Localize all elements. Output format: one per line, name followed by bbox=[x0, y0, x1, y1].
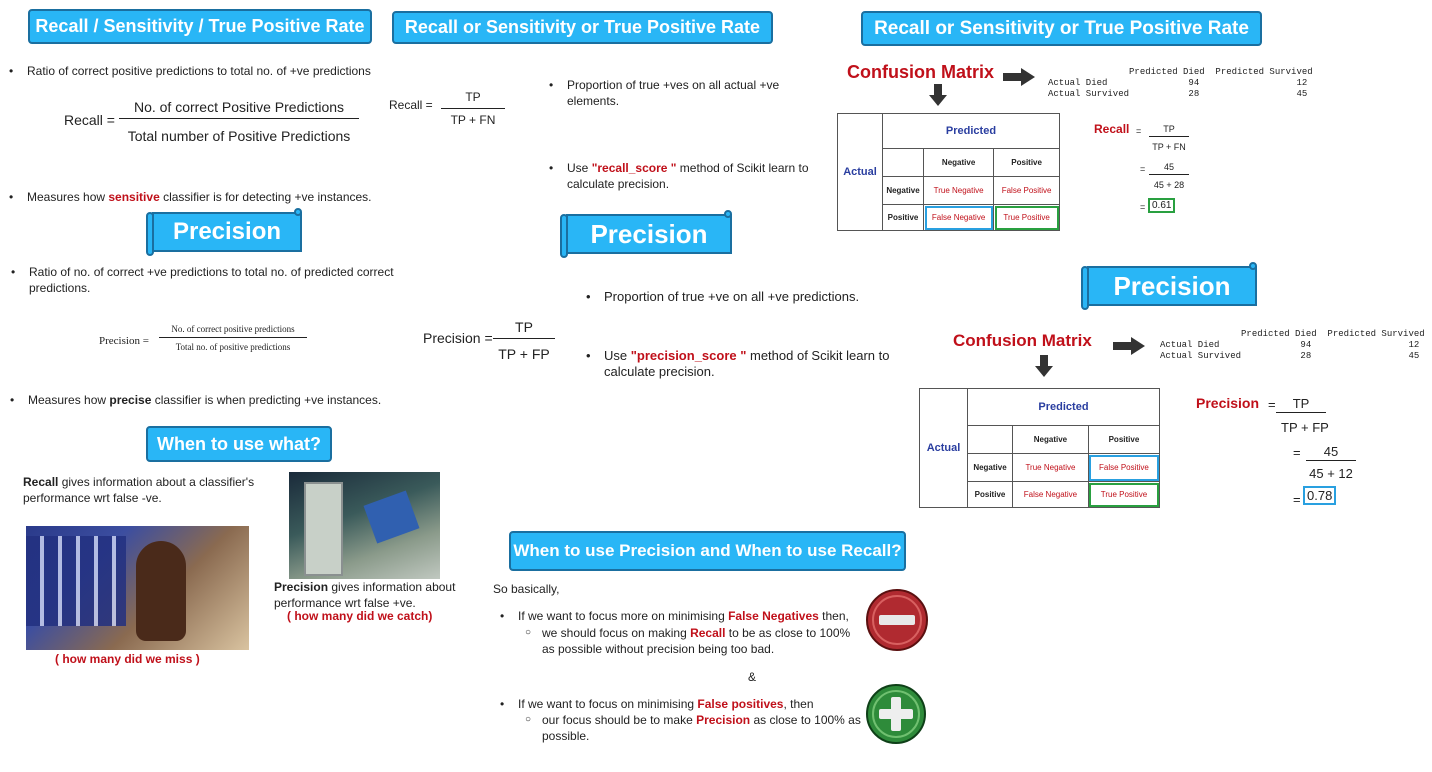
recall-banner-3: Recall or Sensitivity or True Positive R… bbox=[861, 11, 1262, 46]
precision-measure: Measures how precise classifier is when … bbox=[10, 392, 428, 408]
recall-banner: Recall / Sensitivity / True Positive Rat… bbox=[28, 9, 372, 44]
arrow-down-icon bbox=[929, 84, 947, 106]
minus-icon bbox=[866, 589, 928, 651]
plus-icon bbox=[866, 684, 926, 744]
precision-proportion: Proportion of true +ve on all +ve predic… bbox=[586, 289, 904, 305]
recall-lhs: Recall = bbox=[64, 112, 115, 128]
when-precision-recall-banner: When to use Precision and When to use Re… bbox=[509, 531, 906, 571]
precision-result: 0.78 bbox=[1303, 486, 1337, 505]
recall-info: Recall gives information about a classif… bbox=[23, 475, 255, 505]
arrow-right-icon bbox=[1113, 337, 1145, 355]
precision-banner-2: Precision bbox=[560, 210, 732, 258]
recall-proportion: Proportion of true +ves on all actual +v… bbox=[549, 77, 797, 109]
recall-formula-tp: Recall = TP TP + FN bbox=[389, 88, 509, 134]
recall-sub-bullet: we should focus on making Recall to be a… bbox=[525, 625, 862, 657]
precision-info: Precision gives information about perfor… bbox=[274, 580, 456, 610]
recall-denominator: Total number of Positive Predictions bbox=[127, 128, 351, 144]
precision-sub-bullet: our focus should be to make Precision as… bbox=[525, 712, 862, 744]
precision-banner-1: Precision bbox=[146, 208, 302, 256]
precision-formula-tp: Precision = TP TP + FP bbox=[423, 318, 563, 368]
train-missed-photo bbox=[26, 526, 249, 650]
precision-score-tip: Use "precision_score " method of Scikit … bbox=[586, 348, 904, 380]
confusion-matrix-title: Confusion Matrix bbox=[847, 62, 994, 82]
recall-numerator: No. of correct Positive Predictions bbox=[133, 99, 345, 115]
arrow-right-icon bbox=[1003, 68, 1035, 86]
false-positives-bullet: If we want to focus on minimising False … bbox=[500, 696, 868, 712]
dataframe-recall: Predicted Died Predicted Survived Actual… bbox=[1048, 67, 1313, 99]
false-negatives-bullet: If we want to focus more on minimising F… bbox=[500, 608, 868, 624]
when-to-use-banner: When to use what? bbox=[146, 426, 332, 462]
precision-formula-words: Precision = No. of correct positive pred… bbox=[99, 322, 319, 362]
intro-text: So basically, bbox=[493, 582, 560, 596]
arrow-down-icon bbox=[1035, 355, 1053, 377]
recall-result: 0.61 bbox=[1148, 198, 1176, 213]
precision-banner-3: Precision bbox=[1081, 262, 1257, 310]
recall-formula-words: Recall = No. of correct Positive Predict… bbox=[64, 96, 364, 146]
precision-definition: Ratio of no. of correct +ve predictions … bbox=[11, 264, 429, 296]
recall-definition: Ratio of correct positive predictions to… bbox=[9, 63, 427, 79]
recall-score-tip: Use "recall_score " method of Scikit lea… bbox=[549, 160, 812, 192]
catch-caption: ( how many did we catch) bbox=[287, 609, 433, 623]
recall-measure: Measures how sensitive classifier is for… bbox=[9, 189, 427, 205]
ampersand: & bbox=[748, 670, 757, 684]
dataframe-precision: Predicted Died Predicted Survived Actual… bbox=[1160, 329, 1425, 361]
train-caught-photo bbox=[289, 472, 440, 579]
confusion-matrix-title-2: Confusion Matrix bbox=[953, 331, 1092, 350]
miss-caption: ( how many did we miss ) bbox=[55, 652, 200, 666]
recall-banner-2: Recall or Sensitivity or True Positive R… bbox=[392, 11, 773, 44]
